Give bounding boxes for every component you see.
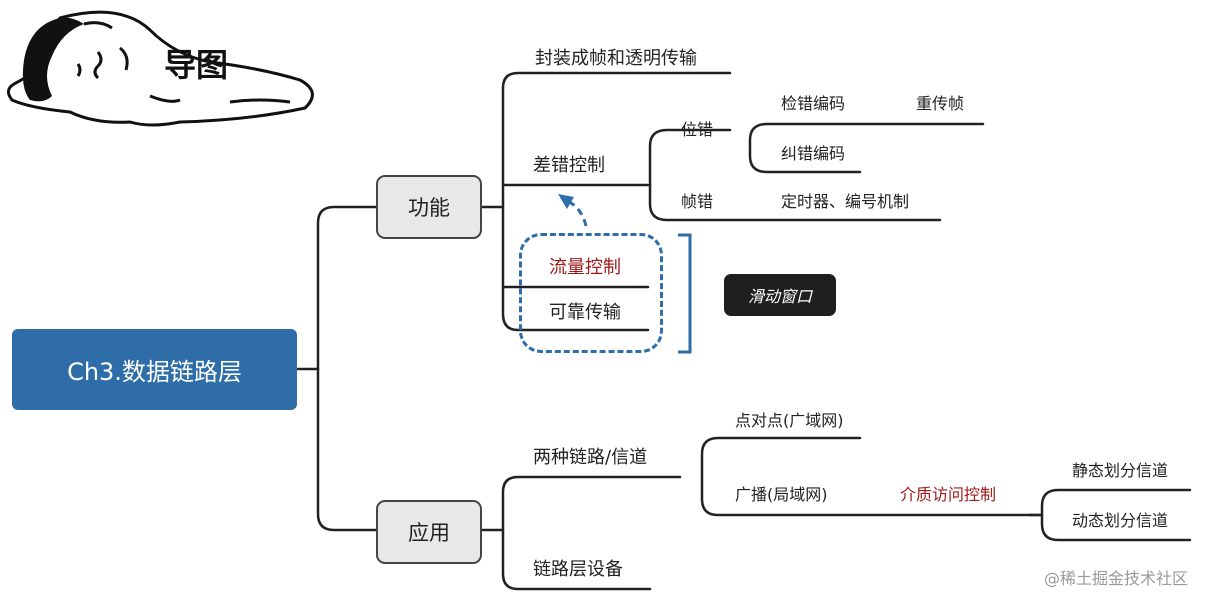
mac-label[interactable]: 介质访问控制 xyxy=(900,485,997,504)
reliable-transfer-label[interactable]: 可靠传输 xyxy=(549,302,621,323)
watermark: @稀土掘金技术社区 xyxy=(1044,569,1189,588)
flow-control-label[interactable]: 流量控制 xyxy=(549,257,621,278)
retransmit-label[interactable]: 重传帧 xyxy=(916,94,965,113)
function-node[interactable]: 功能 xyxy=(376,175,482,239)
timer-sequence-label[interactable]: 定时器、编号机制 xyxy=(781,192,910,211)
flow-reliable-highlight xyxy=(519,233,663,353)
mascot-title: 导图 xyxy=(164,46,229,84)
static-channel-label[interactable]: 静态划分信道 xyxy=(1072,461,1169,480)
error-detect-label[interactable]: 检错编码 xyxy=(781,94,846,113)
root-node[interactable]: Ch3.数据链路层 xyxy=(12,329,297,410)
bit-error-label[interactable]: 位错 xyxy=(681,120,714,139)
framing-label[interactable]: 封装成帧和透明传输 xyxy=(535,48,697,69)
link-devices-label[interactable]: 链路层设备 xyxy=(533,559,623,580)
frame-error-label[interactable]: 帧错 xyxy=(681,192,714,211)
dynamic-channel-label[interactable]: 动态划分信道 xyxy=(1072,511,1169,530)
mascot-logo xyxy=(7,10,314,127)
p2p-label[interactable]: 点对点(广域网) xyxy=(735,411,844,430)
link-types-label[interactable]: 两种链路/信道 xyxy=(533,447,648,468)
broadcast-label[interactable]: 广播(局域网) xyxy=(735,485,828,504)
error-control-label[interactable]: 差错控制 xyxy=(533,155,605,176)
error-correct-label[interactable]: 纠错编码 xyxy=(781,144,846,163)
application-node[interactable]: 应用 xyxy=(376,500,482,564)
sliding-window-badge[interactable]: 滑动窗口 xyxy=(724,274,836,316)
